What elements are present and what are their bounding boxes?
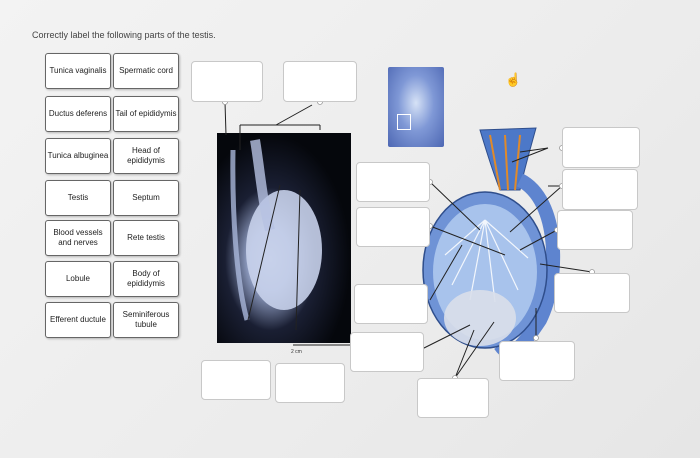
drop-slot-7[interactable] [201, 360, 271, 400]
photo-leader-lines [224, 101, 352, 346]
drop-slot-11[interactable] [562, 169, 638, 210]
label-tile-blood-vessels-and-nerves[interactable]: Blood vessels and nerves [45, 220, 111, 256]
drop-slot-8[interactable] [275, 363, 345, 403]
drop-slot-14[interactable] [499, 341, 575, 381]
photo-testis-shape [246, 190, 322, 310]
cord-vessels [489, 134, 521, 191]
photo-duct-shape [230, 149, 250, 321]
drop-slot-1[interactable] [191, 61, 263, 102]
cord-shape [479, 127, 537, 191]
drop-slot-13[interactable] [554, 273, 630, 313]
label-tile-testis[interactable]: Testis [45, 180, 111, 216]
label-tile-ductus-deferens[interactable]: Ductus deferens [45, 96, 111, 132]
label-tile-head-of-epididymis[interactable]: Head of epididymis [113, 138, 179, 174]
label-tile-seminiferous-tubule[interactable]: Seminiferous tubule [113, 302, 179, 338]
diagram-leader-lines [419, 147, 593, 379]
photo-cord-shape [250, 139, 275, 232]
label-tile-septum[interactable]: Septum [113, 180, 179, 216]
diagram-thumbnail[interactable] [388, 67, 444, 147]
hand-pointer-icon: ☝ [505, 72, 522, 87]
label-tile-rete-testis[interactable]: Rete testis [113, 220, 179, 256]
drop-slot-4[interactable] [356, 207, 430, 247]
drop-slot-6[interactable] [350, 332, 424, 372]
label-tile-tail-of-epididymis[interactable]: Tail of epididymis [113, 96, 179, 132]
drop-slot-9[interactable] [417, 378, 489, 418]
drop-slot-12[interactable] [557, 210, 633, 250]
label-tile-lobule[interactable]: Lobule [45, 261, 111, 297]
drop-slot-3[interactable] [356, 162, 430, 202]
label-tile-tunica-vaginalis[interactable]: Tunica vaginalis [45, 53, 111, 89]
label-tile-body-of-epididymis[interactable]: Body of epididymis [113, 261, 179, 297]
label-tile-efferent-ductule[interactable]: Efferent ductule [45, 302, 111, 338]
lobule-lines [444, 219, 529, 303]
drop-slot-10[interactable] [562, 127, 640, 168]
thumbnail-zoom-box [397, 114, 411, 130]
label-tile-tunica-albuginea[interactable]: Tunica albuginea [45, 138, 111, 174]
drop-slot-2[interactable] [283, 61, 357, 102]
instruction-text: Correctly label the following parts of t… [32, 30, 216, 40]
tunica-sac [444, 290, 516, 346]
scale-bar-label: 2 cm [291, 349, 302, 355]
label-tile-spermatic-cord[interactable]: Spermatic cord [113, 53, 179, 89]
drop-slot-5[interactable] [354, 284, 428, 324]
